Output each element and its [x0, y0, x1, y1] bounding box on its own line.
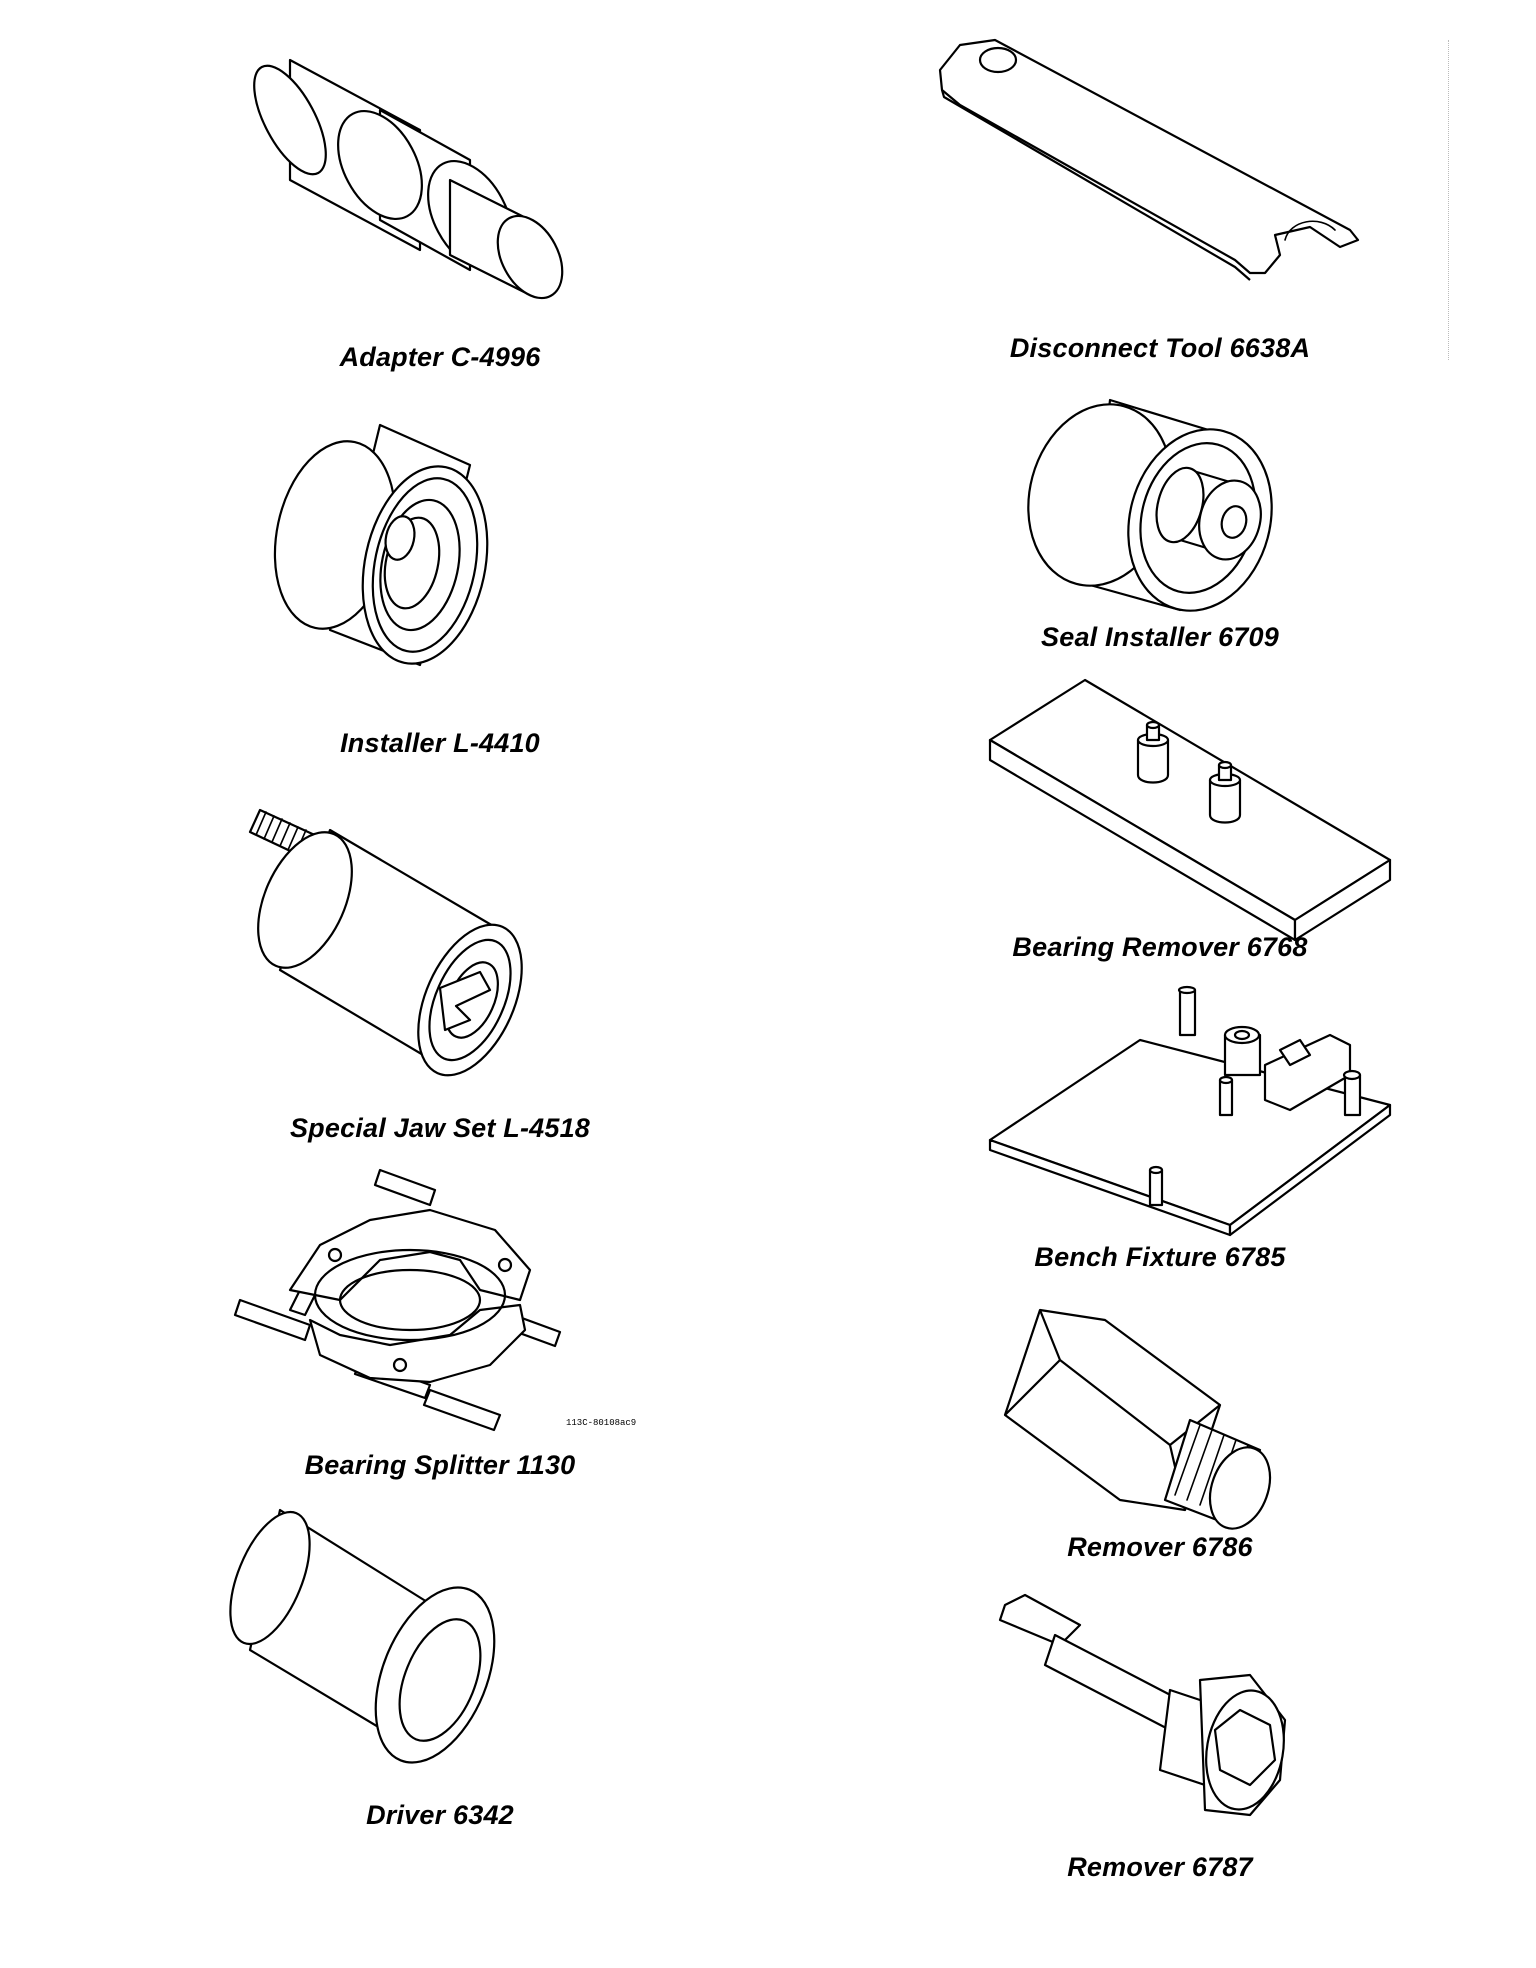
tool-seal-installer-6709: Seal Installer 6709 [930, 390, 1390, 670]
tool-label: Driver 6342 [366, 1800, 514, 1830]
tool-special-jaw-set-l4518: Special Jaw Set L-4518 [240, 790, 640, 1150]
bearing-remover-illustration [988, 678, 1392, 942]
tool-adapter-c4996: Adapter C-4996 [240, 20, 640, 380]
jaw-set-illustration [248, 808, 523, 1077]
tool-label: Bearing Remover 6768 [1012, 932, 1308, 962]
figure-code: 113C-80108ac9 [566, 1418, 637, 1428]
tool-disconnect-6638a: Disconnect Tool 6638A [930, 15, 1390, 375]
tool-driver-6342: Driver 6342 [229, 1500, 640, 1840]
bench-fixture-illustration [988, 985, 1392, 1237]
adapter-illustration [253, 58, 564, 300]
tool-label: Bearing Splitter 1130 [304, 1450, 576, 1480]
pins [1136, 720, 1242, 824]
remover-6787-illustration [998, 1593, 1287, 1817]
tool-label: Seal Installer 6709 [1041, 622, 1279, 652]
fixture-components [1148, 985, 1362, 1207]
tool-bearing-remover-6768: Bearing Remover 6768 [930, 670, 1392, 980]
margin-guide [1448, 40, 1453, 360]
installer-illustration [273, 423, 489, 667]
tool-label: Disconnect Tool 6638A [1009, 333, 1311, 363]
tool-label: Remover 6786 [1067, 1532, 1253, 1562]
tool-remover-6787: Remover 6787 [930, 1590, 1390, 1900]
tool-label: Remover 6787 [1067, 1852, 1253, 1882]
seal-installer-illustration [1027, 398, 1273, 612]
tool-label: Bench Fixture 6785 [1034, 1242, 1286, 1272]
tool-bearing-splitter-1130: 113C-80108ac9 Bearing Splitter 1130 [230, 1160, 650, 1500]
remover-6786-illustration [1003, 1308, 1272, 1530]
bearing-splitter-illustration [233, 1168, 562, 1432]
driver-illustration [229, 1508, 496, 1764]
tool-bench-fixture-6785: Bench Fixture 6785 [930, 980, 1392, 1290]
tool-label: Adapter C-4996 [339, 342, 541, 372]
tool-remover-6786: Remover 6786 [930, 1300, 1390, 1580]
bolts [233, 1168, 562, 1432]
disconnect-tool-illustration [938, 38, 1360, 281]
tool-label: Installer L-4410 [340, 728, 540, 758]
tool-label: Special Jaw Set L-4518 [289, 1113, 591, 1143]
tool-installer-l4410: Installer L-4410 [240, 415, 640, 775]
